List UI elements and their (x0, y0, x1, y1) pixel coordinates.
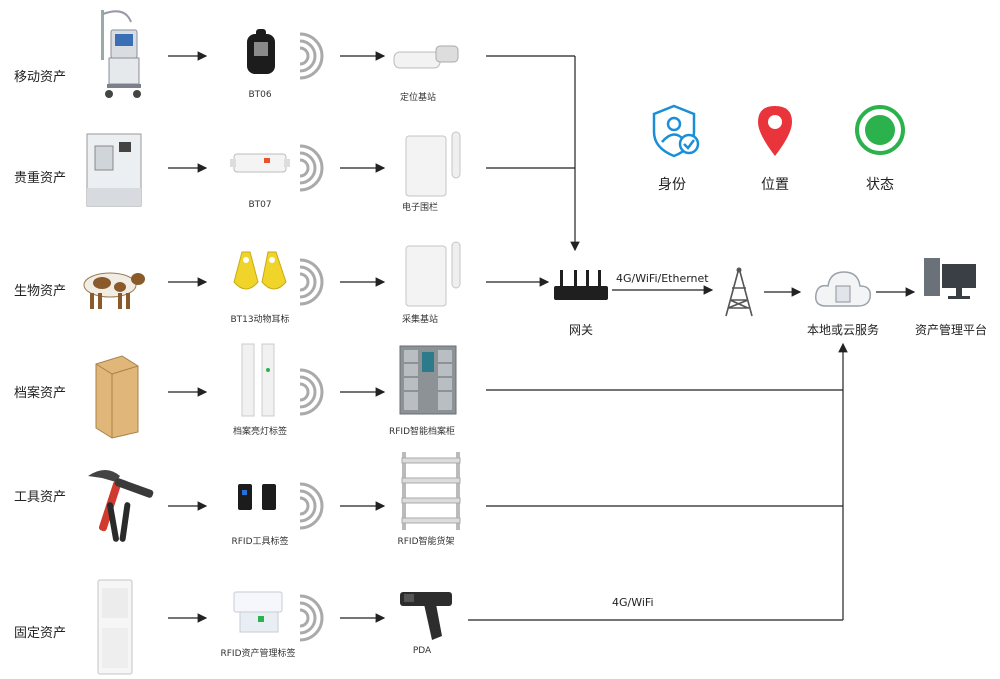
air-conditioner-image (97, 579, 133, 675)
station-label: 电子围栏 (401, 203, 439, 213)
tag-label: BT13动物耳标 (230, 315, 290, 325)
rf-wave-icon (299, 368, 324, 416)
tag-label: RFID资产管理标签 (220, 649, 296, 659)
rf-wave-icon (299, 144, 324, 192)
rf-wave-icon (299, 496, 310, 516)
station-label: 定位基站 (399, 93, 437, 103)
tag-label: BT07 (248, 200, 272, 210)
monitor-platform-icon (924, 258, 976, 299)
station-label: RFID智能档案柜 (388, 427, 456, 437)
archive-light-tag-image (241, 343, 275, 417)
rf-wave-icon (299, 608, 310, 628)
cloud-server-icon (814, 271, 872, 307)
status-label-status: 状态 (866, 177, 894, 193)
rf-wave-icon (299, 265, 317, 299)
archive-box-image (95, 355, 139, 439)
asset-label: 生物资产 (14, 284, 67, 299)
pda-scanner-image (400, 592, 452, 640)
bt07-tag-image (230, 153, 290, 173)
rf-wave-icon (299, 272, 310, 292)
rf-wave-icon (299, 375, 317, 409)
electronic-fence-image (405, 131, 461, 197)
smart-cabinet-image (399, 345, 457, 415)
asset-label: 贵重资产 (14, 171, 67, 186)
tag-label: BT06 (248, 90, 272, 100)
status-dot-icon (855, 105, 905, 155)
asset-label: 移动资产 (14, 70, 67, 85)
cow-image (83, 272, 145, 309)
tag-label: RFID工具标签 (231, 537, 289, 547)
rf-wave-icon (299, 594, 324, 642)
status-label-location: 位置 (761, 177, 789, 193)
tag-label: 档案亮灯标签 (232, 427, 288, 437)
network-link-label: 4G/WiFi/Ethernet (616, 272, 709, 285)
transmission-tower-icon (725, 267, 753, 317)
station-label: 采集基站 (401, 315, 439, 325)
tool-tag-image (238, 484, 276, 510)
rf-wave-icon (299, 32, 324, 80)
rf-wave-icon (299, 258, 324, 306)
asset-label: 固定资产 (14, 626, 67, 641)
rf-wave-icon (299, 151, 317, 185)
rf-wave-icon (299, 489, 317, 523)
asset-label: 档案资产 (14, 386, 67, 401)
platform-label: 资产管理平台 (914, 323, 988, 337)
rf-wave-icon (299, 382, 310, 402)
collector-station-image (405, 241, 461, 307)
locator-station-image (393, 45, 459, 69)
asset-management-tag-image (233, 591, 283, 633)
status-label-identity: 身份 (658, 177, 686, 193)
identity-shield-icon (652, 104, 700, 158)
rf-wave-icon (299, 39, 317, 73)
rf-wave-icon (299, 158, 310, 178)
rf-wave-icon (299, 601, 317, 635)
station-label: RFID智能货架 (397, 537, 455, 547)
location-pin-icon (758, 106, 792, 156)
gateway-router-icon (554, 270, 608, 300)
environment-chamber-image (86, 133, 142, 207)
ventilator-cart-image (101, 10, 141, 98)
pda-link-label: 4G/WiFi (612, 596, 654, 609)
smart-shelf-image (401, 452, 461, 530)
gateway-label: 网关 (568, 323, 594, 337)
tools-image (88, 470, 154, 542)
ear-tag-image (233, 251, 287, 290)
rf-wave-icon (299, 482, 324, 530)
asset-label: 工具资产 (14, 490, 67, 505)
server-label: 本地或云服务 (806, 323, 880, 337)
rf-wave-icon (299, 46, 310, 66)
bt06-tag-image (247, 29, 275, 74)
station-label: PDA (412, 646, 432, 656)
